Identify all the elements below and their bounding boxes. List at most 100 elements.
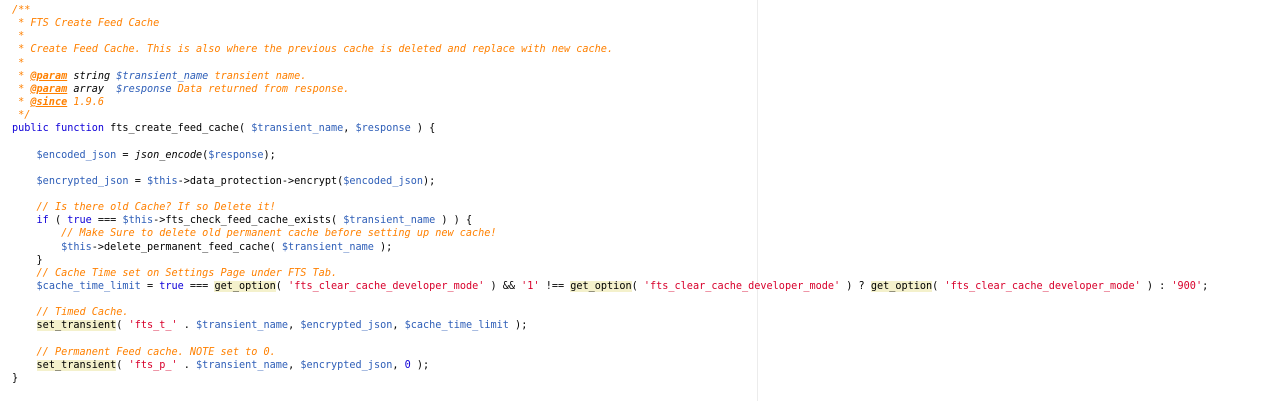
code-token: * Create Feed Cache. This is also where … <box>12 44 614 56</box>
code-token: !== <box>539 280 571 292</box>
code-token: $encrypted_json <box>36 175 129 187</box>
code-token: 'fts_t_' <box>128 320 178 332</box>
code-token: ); <box>263 149 276 161</box>
code-token: fts_create_feed_cache( <box>110 123 252 135</box>
code-line: * FTS Create Feed Cache <box>12 17 1208 30</box>
code-token: $cache_time_limit <box>404 320 509 332</box>
code-token: // Make Sure to delete old permanent cac… <box>61 228 497 240</box>
code-token: ( <box>116 320 129 332</box>
code-token: . <box>177 320 197 332</box>
code-token: ); <box>508 320 528 332</box>
code-token: 'fts_clear_cache_developer_mode' <box>643 280 841 292</box>
code-line: * Create Feed Cache. This is also where … <box>12 43 1208 56</box>
code-token: * <box>12 96 31 108</box>
code-line: * <box>12 57 1208 70</box>
code-line: // Make Sure to delete old permanent cac… <box>12 227 1208 240</box>
code-token: = <box>128 175 147 187</box>
code-token: * <box>12 57 25 69</box>
right-margin-guide <box>757 0 758 401</box>
code-line: // Permanent Feed cache. NOTE set to 0. <box>12 346 1208 359</box>
code-line: $cache_time_limit = true === get_option(… <box>12 280 1208 293</box>
code-token: === <box>91 215 123 227</box>
code-token: // Permanent Feed cache. NOTE set to 0. <box>36 346 276 358</box>
code-token: $encoded_json <box>343 175 423 187</box>
code-token: $transient_name <box>196 320 289 332</box>
code-token: * FTS Create Feed Cache <box>12 18 160 30</box>
code-token: $transient_name <box>281 241 374 253</box>
code-token: $transient_name <box>196 359 289 371</box>
code-token: ( <box>48 215 68 227</box>
code-token: . <box>177 359 197 371</box>
code-token: @since <box>30 96 68 108</box>
code-block[interactable]: /** * FTS Create Feed Cache * * Create F… <box>12 4 1208 385</box>
code-token <box>12 320 37 331</box>
code-token: public function <box>12 123 111 135</box>
code-token: $transient_name <box>343 215 436 227</box>
code-token: = <box>116 149 135 161</box>
code-token: $response <box>116 83 172 95</box>
code-token: , <box>392 359 405 371</box>
code-token: , <box>343 123 356 135</box>
code-line: ​ <box>12 162 1208 175</box>
code-line: set_transient( 'fts_p_' . $transient_nam… <box>12 359 1208 372</box>
code-line: ​ <box>12 135 1208 148</box>
code-token: $encrypted_json <box>300 320 393 332</box>
code-token: $encoded_json <box>36 149 117 161</box>
code-token: ); <box>410 359 430 371</box>
code-token: ->data_protection->encrypt( <box>177 175 344 187</box>
code-token: $transient_name <box>116 70 209 82</box>
code-token: ; <box>1202 280 1209 292</box>
code-token: 1.9.6 <box>67 96 105 108</box>
code-line: ​ <box>12 333 1208 346</box>
code-token: = <box>140 280 160 292</box>
code-token: get_option <box>870 280 933 292</box>
code-token: ( <box>631 280 644 292</box>
code-token: string <box>67 70 117 82</box>
code-token: // Cache Time set on Settings Page under… <box>36 267 338 279</box>
code-token: , <box>288 320 301 332</box>
code-token: /** <box>12 5 31 16</box>
code-line: // Cache Time set on Settings Page under… <box>12 267 1208 280</box>
code-token <box>12 307 37 318</box>
code-token: $transient_name <box>251 123 344 135</box>
code-line: if ( true === $this->fts_check_feed_cach… <box>12 214 1208 227</box>
code-token <box>12 202 37 213</box>
code-token <box>12 281 37 292</box>
code-line: * <box>12 30 1208 43</box>
code-token: $this <box>61 241 92 253</box>
code-line: $encoded_json = json_encode($response); <box>12 149 1208 162</box>
code-token <box>12 347 37 358</box>
code-token: ( <box>275 280 289 292</box>
code-line: // Timed Cache. <box>12 306 1208 319</box>
code-token: true <box>67 215 92 227</box>
code-token: true <box>159 280 184 292</box>
code-token: set_transient <box>36 320 117 332</box>
code-token: @param <box>30 83 68 95</box>
code-token: ( <box>202 149 209 161</box>
code-token: @param <box>30 70 68 82</box>
code-token: get_option <box>214 280 276 292</box>
code-token: $encrypted_json <box>300 359 393 371</box>
code-token: get_option <box>570 280 632 292</box>
code-token: ->delete_permanent_feed_cache( <box>91 241 282 253</box>
code-token <box>12 176 37 187</box>
code-token: if <box>36 215 49 227</box>
code-token: ( <box>932 280 945 292</box>
code-line: $encrypted_json = $this->data_protection… <box>12 175 1208 188</box>
code-token <box>12 360 37 371</box>
code-token: * <box>12 70 31 82</box>
code-token <box>12 242 61 253</box>
code-token: ) ) { <box>435 215 473 227</box>
code-token: ) : <box>1140 280 1172 292</box>
code-line: /** <box>12 4 1208 17</box>
code-line: public function fts_create_feed_cache( $… <box>12 122 1208 135</box>
code-token: '1' <box>521 280 540 292</box>
code-token: // Is there old Cache? If so Delete it! <box>36 202 276 214</box>
code-token: 0 <box>404 359 411 371</box>
code-token: */ <box>12 110 31 122</box>
code-line: // Is there old Cache? If so Delete it! <box>12 201 1208 214</box>
code-token: transient name. <box>208 70 307 82</box>
code-token: $response <box>208 149 264 161</box>
code-token: $this <box>122 215 154 227</box>
